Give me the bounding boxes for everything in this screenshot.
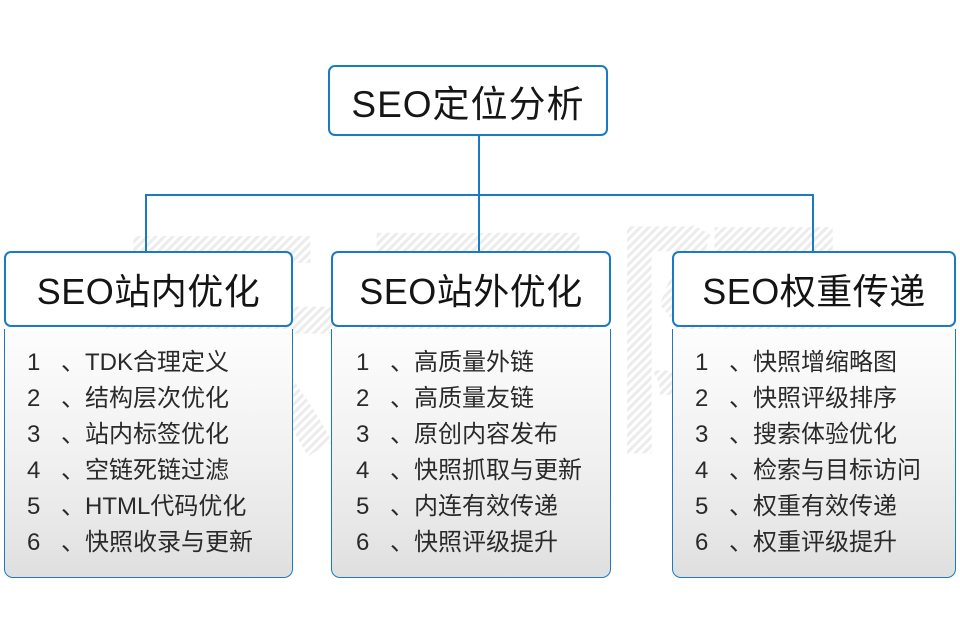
- list-item-text: HTML代码优化: [85, 493, 247, 520]
- list-item: 3 、 搜索体验优化: [695, 417, 897, 453]
- list-item-number: 6: [356, 529, 370, 556]
- list-item-number: 5: [356, 493, 370, 520]
- list-item-number: 4: [27, 457, 41, 484]
- list-item: 3 、 站内标签优化: [27, 417, 229, 453]
- column-list-2: 1 、 快照增缩略图 2 、 快照评级排序 3 、 搜索体验优化 4 、 检索与…: [672, 329, 956, 578]
- list-item-number: 1: [356, 349, 370, 376]
- root-node-title: SEO定位分析: [351, 83, 585, 125]
- list-item-text: 检索与目标访问: [753, 457, 921, 484]
- list-item-separator: 、: [61, 529, 85, 556]
- list-item: 5 、 HTML代码优化: [27, 489, 246, 525]
- list-item-text: TDK合理定义: [85, 349, 229, 376]
- list-item: 4 、 检索与目标访问: [695, 453, 921, 489]
- list-item-text: 原创内容发布: [414, 421, 558, 448]
- list-item-separator: 、: [390, 493, 414, 520]
- root-node[interactable]: SEO定位分析: [328, 65, 608, 136]
- list-item-number: 2: [27, 385, 41, 412]
- list-item-separator: 、: [390, 385, 414, 412]
- list-item-separator: 、: [729, 385, 753, 412]
- list-item-text: 内连有效传递: [414, 493, 558, 520]
- column-header-title-1: SEO站外优化: [359, 271, 583, 312]
- list-item: 6 、 权重评级提升: [695, 525, 897, 561]
- list-item: 1 、 高质量外链: [356, 345, 534, 381]
- list-item-number: 5: [27, 493, 41, 520]
- list-item-number: 3: [356, 421, 370, 448]
- list-item: 5 、 内连有效传递: [356, 489, 558, 525]
- list-item-number: 6: [695, 529, 709, 556]
- column-header-0[interactable]: SEO站内优化: [4, 251, 293, 327]
- list-item-number: 2: [695, 385, 709, 412]
- list-item-separator: 、: [390, 529, 414, 556]
- list-item: 1 、 快照增缩略图: [695, 345, 897, 381]
- list-item: 2 、 高质量友链: [356, 381, 534, 417]
- list-item-separator: 、: [390, 421, 414, 448]
- branch-column-seo-onsite: SEO站内优化 1 、 TDK合理定义 2 、 结构层次优化 3 、 站内标签优…: [4, 251, 293, 578]
- list-item-text: 高质量外链: [414, 349, 534, 376]
- list-item-separator: 、: [390, 457, 414, 484]
- list-item-separator: 、: [390, 349, 414, 376]
- list-item-separator: 、: [61, 421, 85, 448]
- list-item-number: 4: [356, 457, 370, 484]
- branch-column-seo-offsite: SEO站外优化 1 、 高质量外链 2 、 高质量友链 3 、 原创内容发布 4…: [331, 251, 611, 578]
- list-item-text: 权重评级提升: [753, 529, 897, 556]
- list-item-text: 快照评级排序: [753, 385, 897, 412]
- list-item-number: 2: [356, 385, 370, 412]
- list-item-text: 高质量友链: [414, 385, 534, 412]
- column-header-2[interactable]: SEO权重传递: [672, 251, 956, 327]
- list-item-text: 搜索体验优化: [753, 421, 897, 448]
- column-list-1: 1 、 高质量外链 2 、 高质量友链 3 、 原创内容发布 4 、 快照抓取与…: [331, 329, 611, 578]
- branch-column-seo-weight: SEO权重传递 1 、 快照增缩略图 2 、 快照评级排序 3 、 搜索体验优化…: [672, 251, 956, 578]
- list-item-number: 1: [27, 349, 41, 376]
- list-item-separator: 、: [729, 457, 753, 484]
- list-item-text: 快照收录与更新: [85, 529, 253, 556]
- list-item-separator: 、: [61, 493, 85, 520]
- list-item-number: 5: [695, 493, 709, 520]
- list-item: 5 、 权重有效传递: [695, 489, 897, 525]
- list-item: 6 、 快照评级提升: [356, 525, 558, 561]
- list-item: 2 、 结构层次优化: [27, 381, 229, 417]
- list-item-text: 快照评级提升: [414, 529, 558, 556]
- list-item-separator: 、: [729, 529, 753, 556]
- list-item: 3 、 原创内容发布: [356, 417, 558, 453]
- column-list-0: 1 、 TDK合理定义 2 、 结构层次优化 3 、 站内标签优化 4 、 空链…: [4, 329, 293, 578]
- list-item: 4 、 空链死链过滤: [27, 453, 229, 489]
- list-item-number: 1: [695, 349, 709, 376]
- list-item-separator: 、: [729, 349, 753, 376]
- list-item-number: 6: [27, 529, 41, 556]
- list-item-number: 4: [695, 457, 709, 484]
- list-item-separator: 、: [729, 493, 753, 520]
- list-item-text: 站内标签优化: [85, 421, 229, 448]
- list-item-number: 3: [695, 421, 709, 448]
- column-header-title-0: SEO站内优化: [36, 271, 261, 312]
- list-item: 2 、 快照评级排序: [695, 381, 897, 417]
- list-item-text: 结构层次优化: [85, 385, 229, 412]
- list-item-text: 权重有效传递: [753, 493, 897, 520]
- list-item-separator: 、: [729, 421, 753, 448]
- list-item-text: 快照抓取与更新: [414, 457, 582, 484]
- list-item-number: 3: [27, 421, 41, 448]
- list-item-separator: 、: [61, 349, 85, 376]
- list-item-text: 快照增缩略图: [753, 349, 897, 376]
- list-item-separator: 、: [61, 457, 85, 484]
- column-header-1[interactable]: SEO站外优化: [331, 251, 611, 327]
- list-item-text: 空链死链过滤: [85, 457, 229, 484]
- list-item-separator: 、: [61, 385, 85, 412]
- list-item: 4 、 快照抓取与更新: [356, 453, 582, 489]
- list-item: 6 、 快照收录与更新: [27, 525, 253, 561]
- list-item: 1 、 TDK合理定义: [27, 345, 229, 381]
- column-header-title-2: SEO权重传递: [702, 271, 926, 312]
